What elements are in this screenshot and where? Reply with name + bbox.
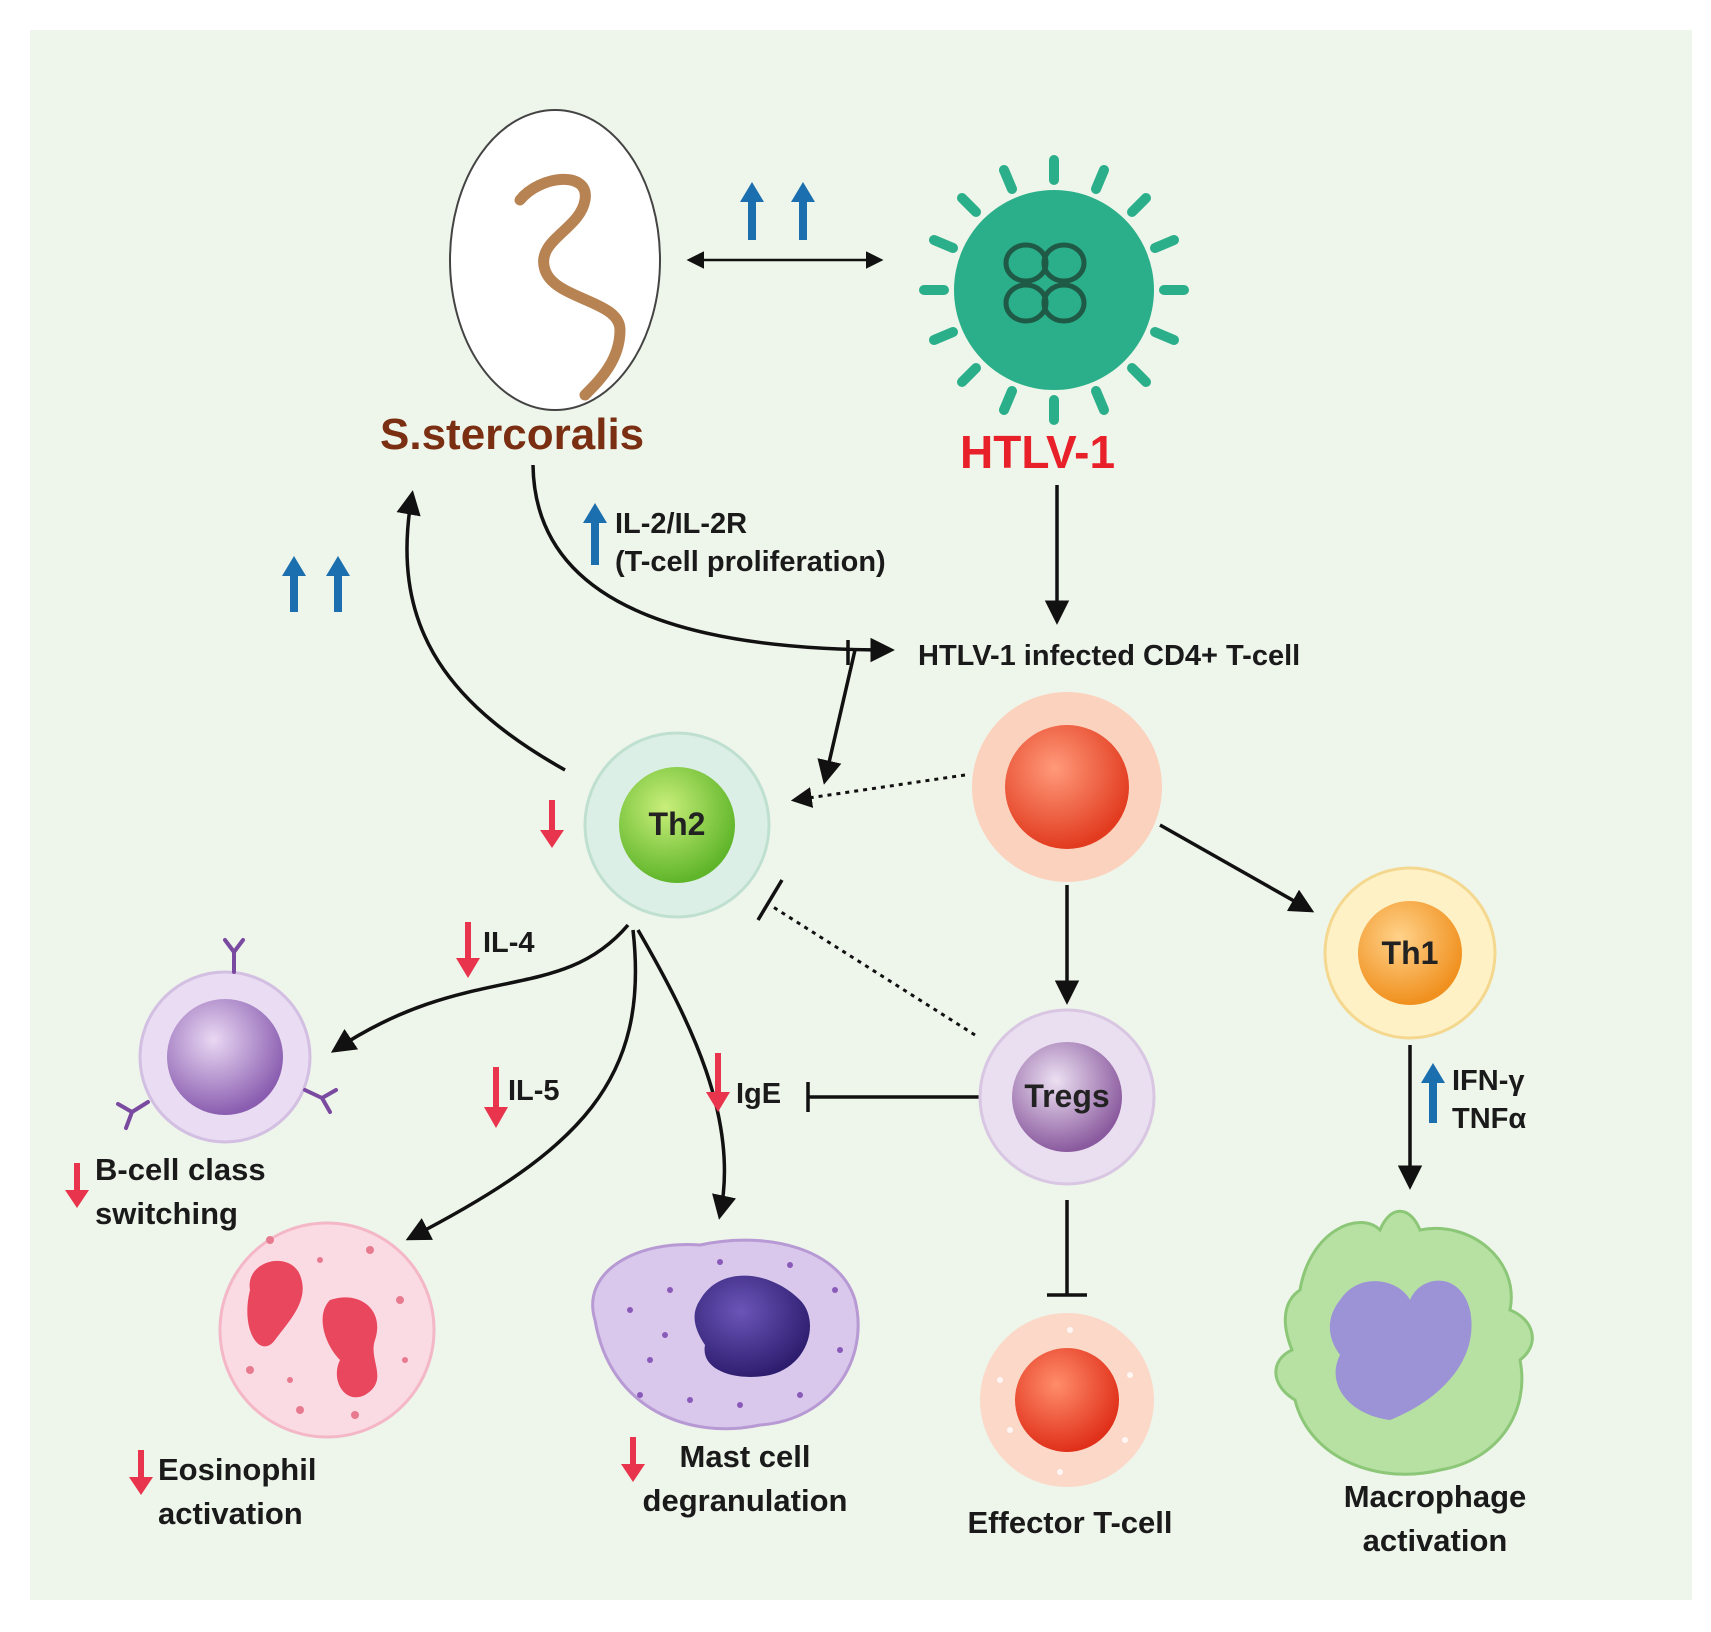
dotted-arrow-infected-to-th2	[790, 773, 966, 808]
virus-particle	[919, 155, 1189, 425]
arrow-parasite-to-infected	[531, 464, 895, 663]
infected-cd4-cell	[972, 692, 1162, 882]
up-arrow-ifn	[1421, 1063, 1445, 1123]
down-arrow-il4	[456, 922, 480, 978]
bcell-line-1: B-cell class	[95, 1152, 266, 1187]
dotted-inhibit-tregs-to-th2	[769, 903, 976, 1037]
arrow-th2-to-mast	[636, 929, 737, 1220]
eosinophil-label: Eosinophil activation	[158, 1448, 316, 1536]
down-arrow-bcell	[65, 1163, 89, 1208]
tregs-cell	[978, 1008, 1156, 1186]
mast-line-1: Mast cell	[679, 1439, 811, 1474]
arrow-infected-to-th2	[817, 649, 857, 785]
arrow-th2-to-parasite	[396, 490, 566, 772]
il2-label: IL-2/IL-2R (T-cell proliferation)	[615, 505, 886, 581]
ifn-line: IFN-γ	[1452, 1065, 1525, 1097]
macrophage	[1274, 1209, 1534, 1476]
down-arrow-ige	[706, 1053, 730, 1112]
macrophage-line-2: activation	[1362, 1523, 1508, 1558]
th1-label: Th1	[1381, 935, 1439, 971]
th1-cell	[1323, 866, 1497, 1040]
arrow-th2-to-eosinophil	[405, 929, 638, 1241]
down-arrow-mast	[621, 1437, 645, 1482]
il2-line-2: (T-cell proliferation)	[615, 546, 886, 578]
inhibit-bar-th2	[756, 879, 784, 921]
up-arrows-left	[282, 556, 350, 612]
tregs-label: Tregs	[1024, 1078, 1110, 1114]
b-cell	[116, 938, 338, 1144]
up-arrows-top	[740, 182, 815, 240]
il5-label: IL-5	[508, 1075, 560, 1107]
effector-t-cell	[980, 1313, 1154, 1487]
down-arrow-th2	[540, 800, 564, 848]
mast-label: Mast cell degranulation	[610, 1435, 880, 1523]
arrow-th2-to-bcell	[330, 923, 630, 1053]
th2-label: Th2	[648, 806, 706, 842]
bcell-label: B-cell class switching	[95, 1148, 266, 1236]
effector-label: Effector T-cell	[967, 1505, 1173, 1540]
ige-label: IgE	[736, 1078, 782, 1110]
parasite-label: S.stercoralis	[380, 410, 645, 459]
eosinophil-line-2: activation	[158, 1496, 303, 1531]
eosinophil-line-1: Eosinophil	[158, 1452, 317, 1487]
bcell-line-2: switching	[95, 1196, 238, 1231]
th2-cell	[583, 731, 771, 919]
infected-cell-label: HTLV-1 infected CD4+ T-cell	[918, 640, 1301, 672]
parasite-oval	[449, 109, 661, 411]
ifn-tnf-label: IFN-γ TNFα	[1452, 1062, 1526, 1138]
down-arrow-il5	[484, 1067, 508, 1128]
eosinophil	[218, 1221, 436, 1439]
macrophage-line-1: Macrophage	[1343, 1479, 1527, 1514]
il4-label: IL-4	[483, 927, 535, 959]
macrophage-label: Macrophage activation	[1300, 1475, 1570, 1563]
virus-label: HTLV-1	[960, 426, 1116, 478]
down-arrow-eosinophil	[129, 1450, 153, 1495]
up-arrow-il2	[583, 503, 607, 565]
il2-line-1: IL-2/IL-2R	[615, 508, 748, 540]
arrow-infected-to-th1	[1159, 823, 1315, 913]
tnf-line: TNFα	[1452, 1103, 1527, 1135]
mast-cell	[591, 1238, 860, 1431]
mast-line-2: degranulation	[642, 1483, 848, 1518]
